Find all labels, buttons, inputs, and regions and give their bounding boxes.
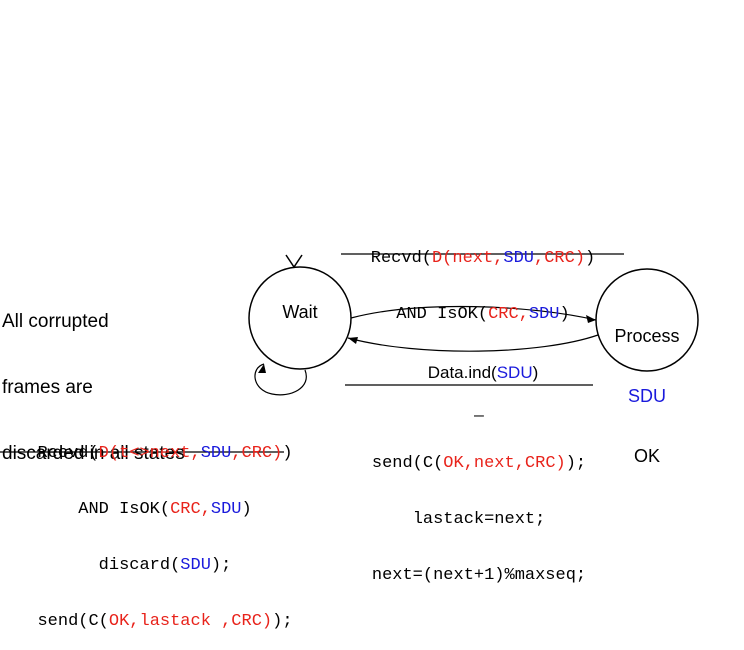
ptw-condition: _ — [474, 398, 484, 417]
transition-arc-process-to-wait — [347, 334, 599, 352]
ptw-action-line-2: lastack=next; — [412, 510, 546, 529]
side-note-line-3: discarded in all states — [2, 443, 185, 464]
loop-action-line-2: send(C(OK,lastack ,CRC)); — [37, 612, 293, 631]
arrowhead-process-to-wait — [348, 337, 358, 344]
loop-action-line-1: discard(SDU); — [98, 556, 232, 575]
ptw-action-line-3: next=(next+1)%maxseq; — [371, 566, 587, 585]
label-self-loop: Recvd(D(t<>next,SDU,CRC)) AND IsOK(CRC,S… — [0, 408, 330, 650]
state-process-label: Process SDU OK — [597, 286, 697, 486]
arrowhead-self-loop — [258, 364, 266, 373]
transition-self-loop — [254, 363, 307, 396]
label-wait-to-process: Recvd(D(next,SDU,CRC)) AND IsOK(CRC,SDU)… — [333, 213, 633, 401]
loop-condition-line-1: Recvd(D(t<>next,SDU,CRC)) — [37, 444, 293, 463]
wtp-action: Data.ind(SDU) — [427, 363, 539, 382]
wtp-condition-line-1: Recvd(D(next,SDU,CRC)) — [370, 249, 596, 268]
side-note: All corrupted frames are discarded in al… — [2, 267, 185, 487]
loop-condition-line-2: AND IsOK(CRC,SDU) — [78, 500, 252, 519]
side-note-line-1: All corrupted — [2, 311, 109, 332]
arrowhead-wait-to-process — [586, 315, 596, 323]
side-note-line-2: frames are — [2, 377, 93, 398]
ptw-action-line-1: send(C(OK,next,CRC)); — [371, 454, 587, 473]
state-process-line-3: OK — [633, 446, 660, 466]
initial-state-marker — [285, 254, 303, 269]
state-process-line-1: Process — [614, 326, 680, 346]
state-wait-label: Wait — [282, 302, 318, 322]
wtp-condition-line-2: AND IsOK(CRC,SDU) — [396, 305, 570, 324]
diagram-canvas — [0, 253, 699, 453]
transition-arc-wait-to-process — [350, 305, 597, 321]
state-process-line-2: SDU — [627, 386, 666, 406]
label-process-to-wait: _ send(C(OK,next,CRC)); lastack=next; ne… — [329, 362, 629, 604]
